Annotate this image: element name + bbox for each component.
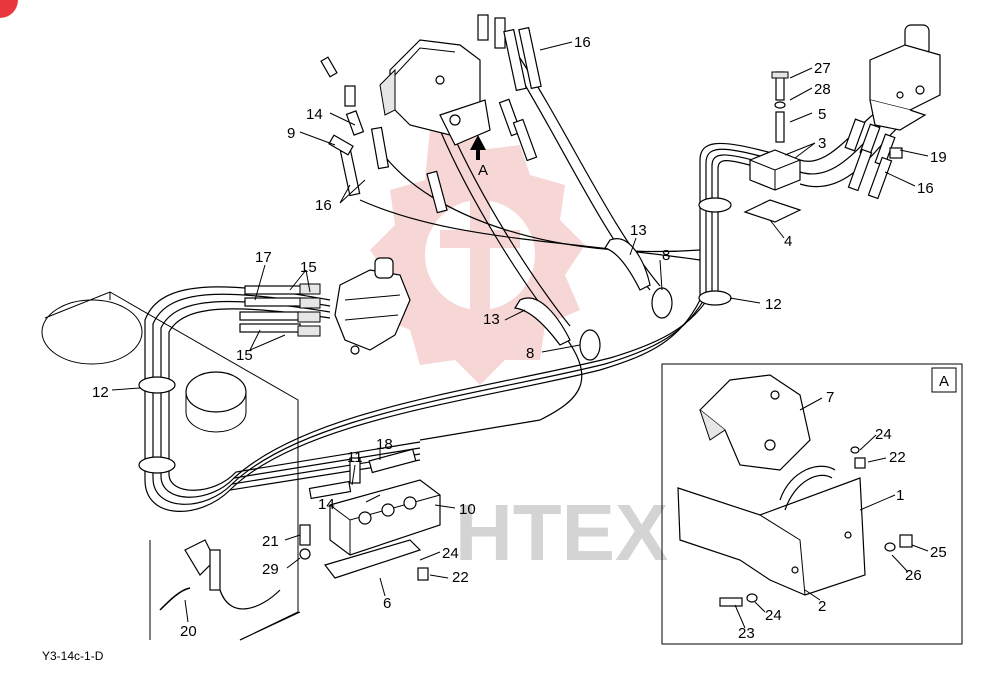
callout-10: 10	[459, 501, 476, 518]
pilot-valve-right	[869, 24, 941, 131]
callout-16-top: 16	[574, 34, 591, 51]
detail-a-valve	[699, 374, 811, 471]
callout-23: 23	[738, 625, 755, 642]
callout-6: 6	[383, 595, 391, 612]
callout-24-bottom: 24	[442, 545, 459, 562]
callout-3: 3	[818, 135, 826, 152]
callout-24-detail-top: 24	[875, 426, 892, 443]
callout-7: 7	[826, 389, 834, 406]
callout-29: 29	[262, 561, 279, 578]
fitting-lower-left	[149, 539, 301, 641]
callout-27: 27	[814, 60, 831, 77]
callout-13-left: 13	[483, 311, 500, 328]
detail-a-box	[661, 363, 963, 645]
watermark-text: HTEX	[455, 488, 668, 577]
fittings-top	[320, 14, 542, 214]
callout-14-top: 14	[306, 106, 323, 123]
callout-15-bottom: 15	[236, 347, 253, 364]
fittings-left	[239, 283, 321, 337]
control-valve-manifold	[299, 448, 441, 581]
tank-outline	[41, 291, 299, 641]
callout-16-left: 16	[315, 197, 332, 214]
callout-12-left: 12	[92, 384, 109, 401]
callout-18: 18	[376, 436, 393, 453]
callout-12-right: 12	[765, 296, 782, 313]
callout-22-detail: 22	[889, 449, 906, 466]
leader-lines	[111, 41, 929, 629]
callout-2: 2	[818, 598, 826, 615]
view-arrow-label: A	[478, 162, 488, 179]
callout-9: 9	[287, 125, 295, 142]
callout-13-right: 13	[630, 222, 647, 239]
callout-14-bottom: 14	[318, 496, 335, 513]
callout-5: 5	[818, 106, 826, 123]
detail-a-bolts	[719, 446, 913, 607]
callout-8-left: 8	[526, 345, 534, 362]
callout-26: 26	[905, 567, 922, 584]
pilot-valve-left	[334, 257, 411, 355]
callout-16-right: 16	[917, 180, 934, 197]
callout-8-right: 8	[662, 247, 670, 264]
callout-19: 19	[930, 149, 947, 166]
callout-4: 4	[784, 233, 792, 250]
callout-24-detail-bottom: 24	[765, 607, 782, 624]
callout-1: 1	[896, 487, 904, 504]
clamps	[138, 197, 732, 474]
callout-28: 28	[814, 81, 831, 98]
callout-22-bottom: 22	[452, 569, 469, 586]
callout-11: 11	[347, 449, 363, 466]
callout-labels: 16 27 28 5 3 19 16 4 14 9 16 13 8 12 17 …	[92, 34, 947, 642]
fittings-right	[844, 118, 903, 200]
pilot-valve-top	[379, 39, 491, 160]
callout-21: 21	[262, 533, 279, 550]
callout-15-top: 15	[300, 259, 317, 276]
diagram-code: Y3-14c-1-D	[42, 649, 104, 663]
detail-a-tag: A	[939, 373, 949, 390]
callout-20: 20	[180, 623, 197, 640]
corner-badge-icon	[0, 0, 18, 18]
detail-a-bracket	[677, 465, 866, 596]
callout-25: 25	[930, 544, 947, 561]
callout-17: 17	[255, 249, 272, 266]
hose-clamp-block	[743, 71, 802, 223]
